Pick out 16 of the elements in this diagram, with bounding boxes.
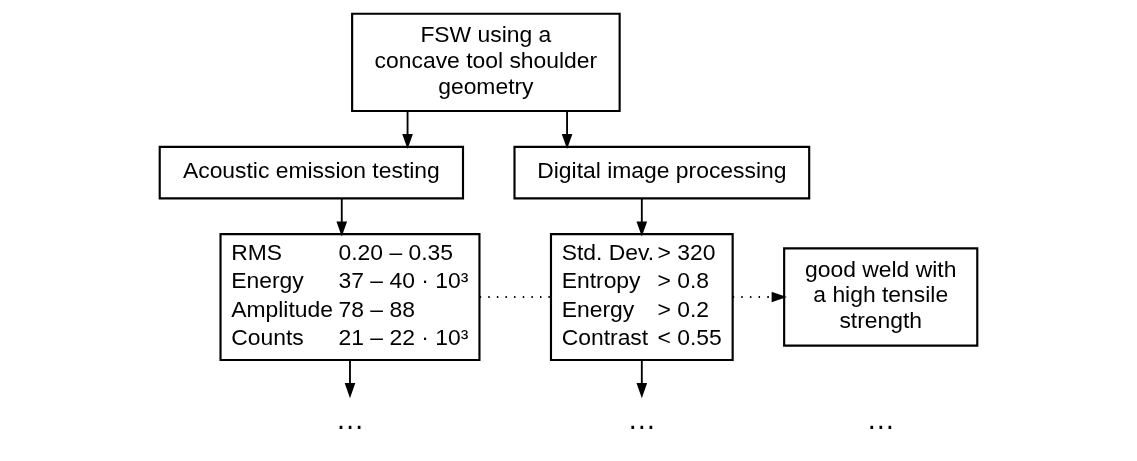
node-box: RMS 0.20 – 0.35 Energy 37 – 40 · 10³ Amplitude 78 – 88 Counts 21 – 22 · 10³: [219, 233, 481, 362]
arrow: [731, 291, 787, 303]
arrow: [636, 359, 648, 399]
arrow: [402, 110, 413, 150]
node-box: Digital image processing: [513, 145, 811, 200]
arrow: [636, 197, 648, 237]
node-text: …: [335, 402, 365, 435]
node-box: FSW using a concave tool shoulder geometry: [351, 12, 621, 113]
node-box: Std. Dev.> 320 Entropy > 0.8 Energy > 0.2 Contrast < 0.55: [549, 233, 734, 362]
node-box: good weld with a high tensile strength: [783, 247, 979, 347]
node-text: …: [627, 402, 657, 435]
arrow: [344, 359, 356, 399]
label: …: [866, 402, 896, 435]
arrow: [561, 110, 573, 150]
arrow: [336, 197, 348, 237]
node-box: Acoustic emission testing: [158, 145, 465, 200]
